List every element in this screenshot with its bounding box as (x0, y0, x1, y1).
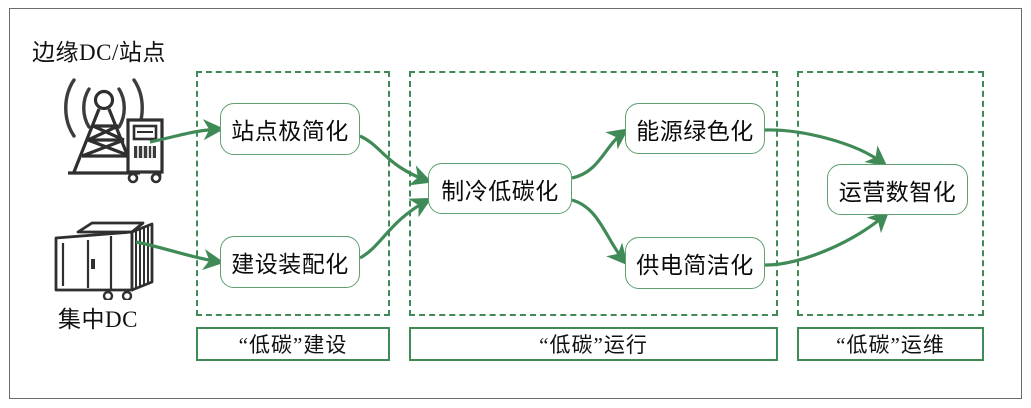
phase-label-construction[interactable]: “低碳”建设 (196, 327, 390, 361)
node-energy-greening[interactable]: 能源绿色化 (625, 103, 765, 154)
central-dc-caption: 集中DC (58, 307, 138, 332)
cell-tower-with-cabinet-icon (48, 74, 168, 184)
node-modular-construction[interactable]: 建设装配化 (220, 236, 360, 288)
phase-region-construction (196, 71, 390, 316)
container-data-center-icon (48, 218, 168, 302)
node-power-simplification[interactable]: 供电简洁化 (625, 237, 765, 289)
node-site-simplification[interactable]: 站点极简化 (220, 103, 360, 155)
phase-region-maintenance (797, 71, 984, 316)
edge-dc-caption: 边缘DC/站点 (32, 40, 166, 65)
phase-label-maintenance[interactable]: “低碳”运维 (797, 327, 984, 361)
node-ops-digital-intelligence[interactable]: 运营数智化 (827, 164, 968, 215)
node-cooling-low-carbon[interactable]: 制冷低碳化 (428, 163, 572, 214)
phase-label-operation[interactable]: “低碳”运行 (409, 327, 778, 361)
phase-region-operation (409, 71, 778, 316)
